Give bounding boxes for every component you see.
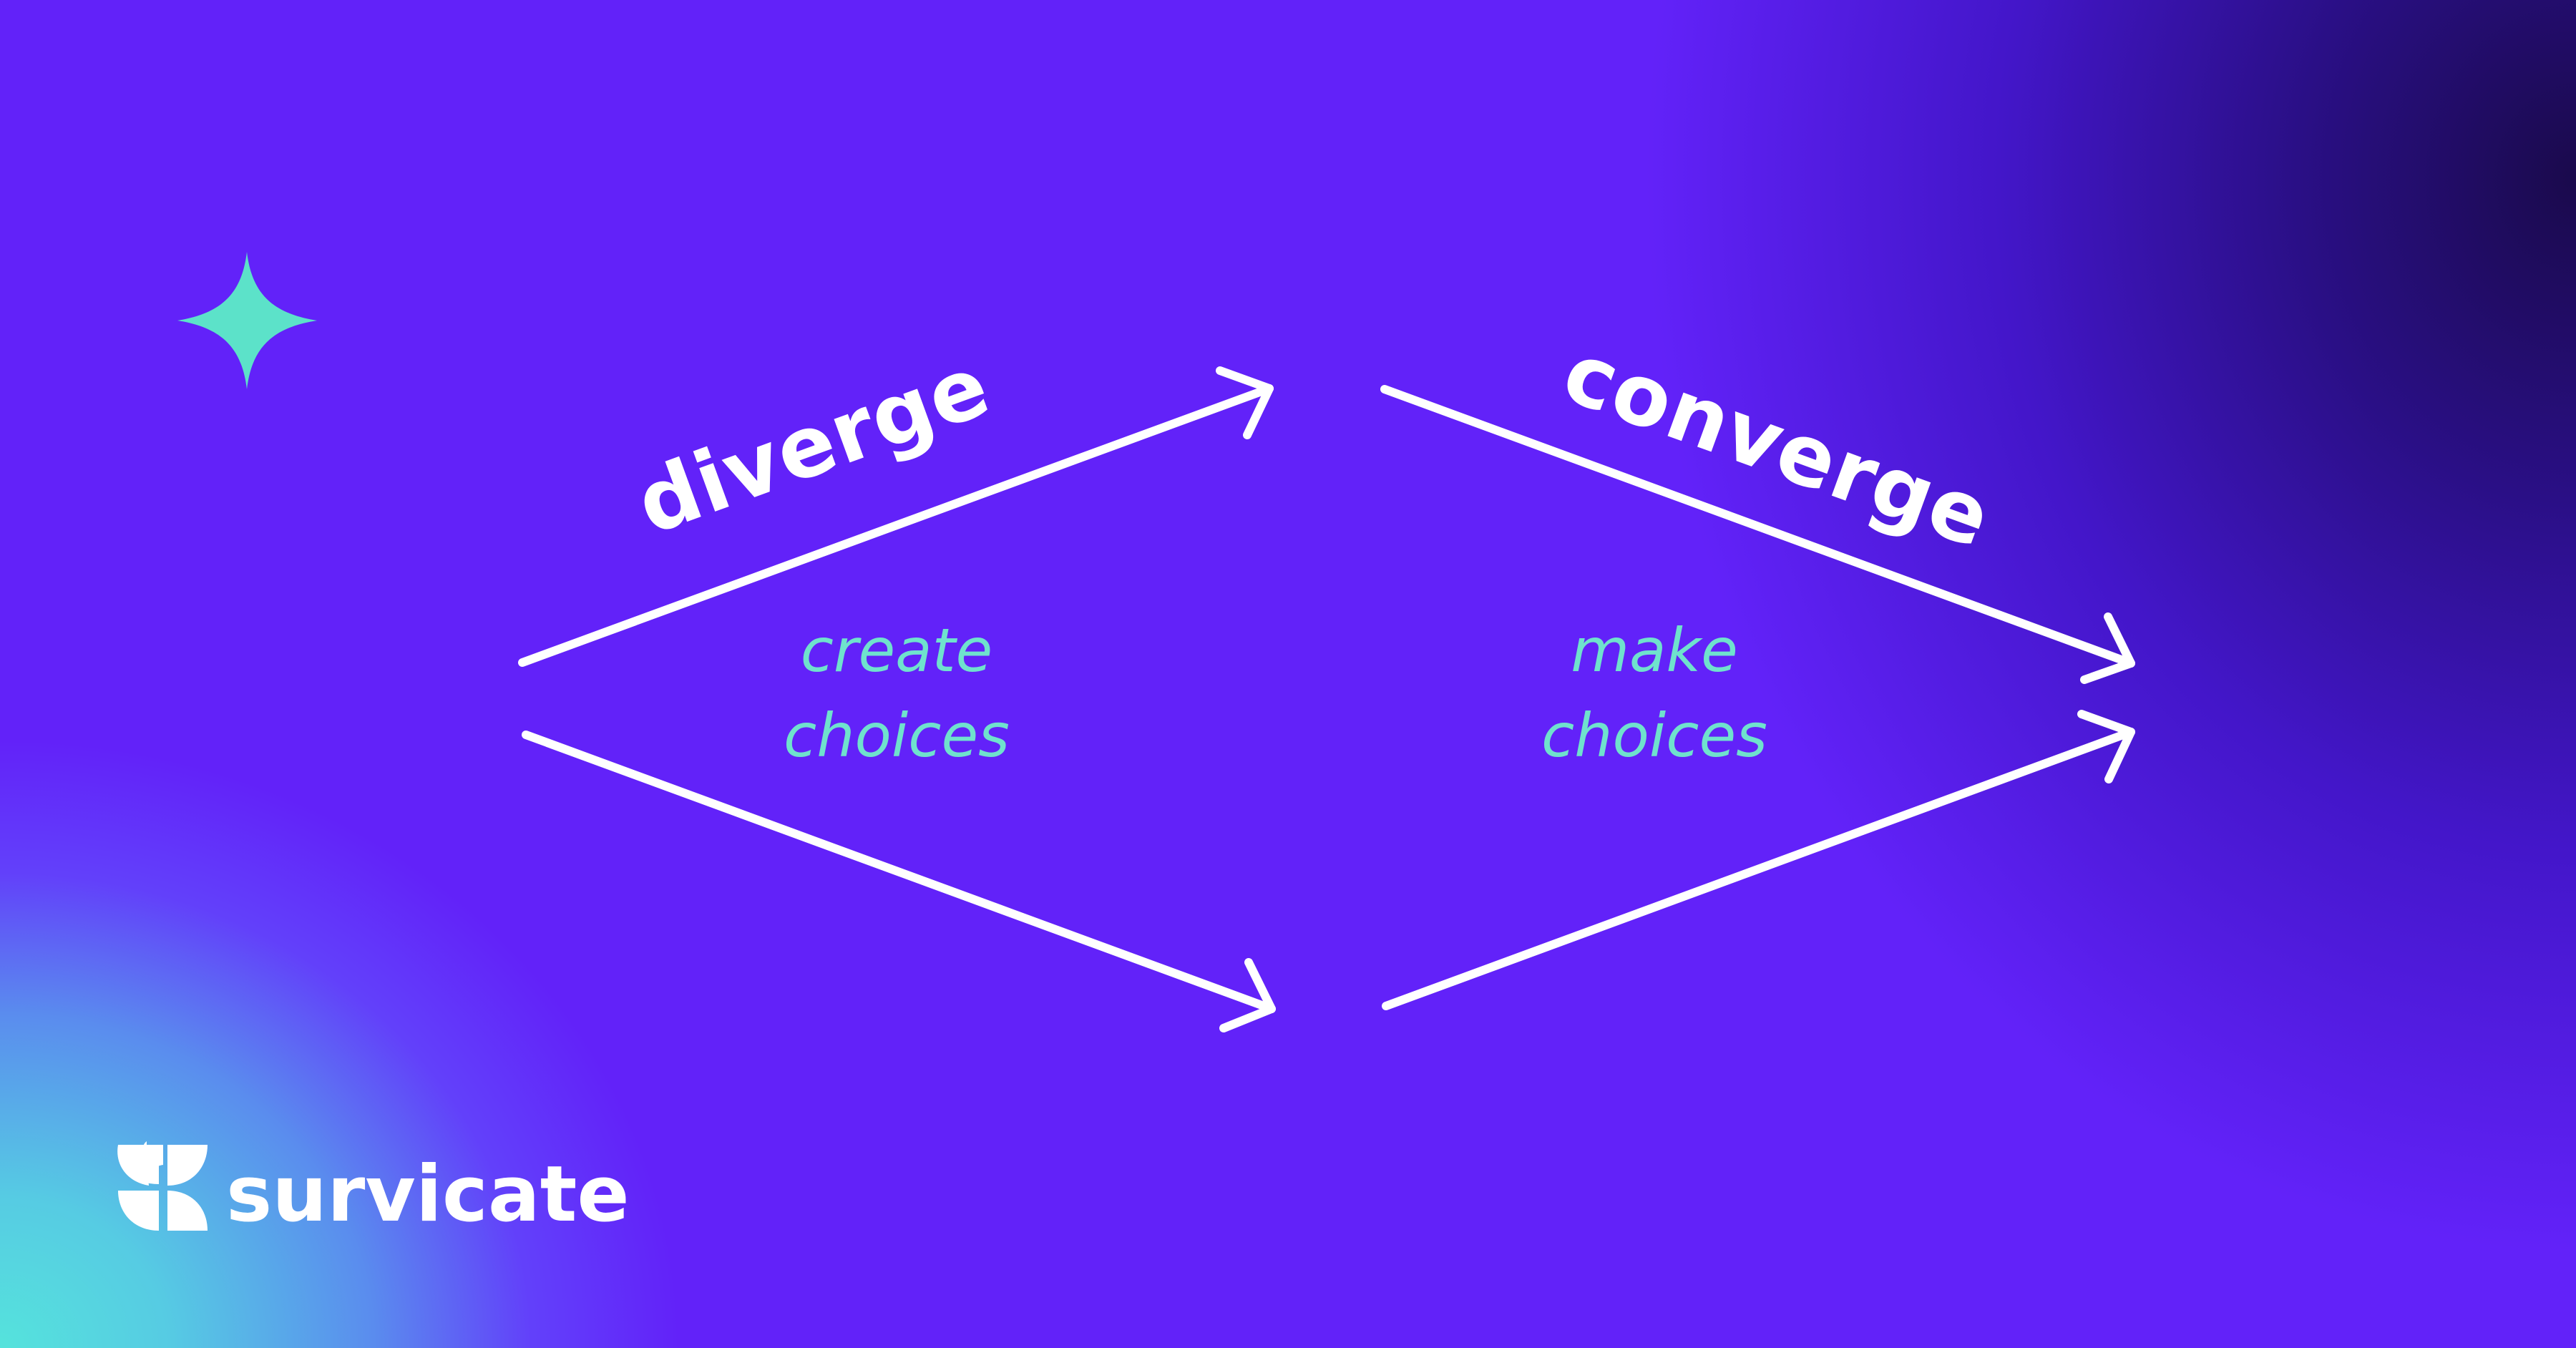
- diverge-description-line1: create: [801, 615, 993, 685]
- diverge-lower-arrowhead: [1219, 958, 1276, 1032]
- converge-lower-arrowhead: [2077, 710, 2135, 783]
- converge-upper-arrow: [1380, 385, 2135, 668]
- diverge-upper-arrow: [518, 384, 1274, 667]
- converge-lower-arrow: [1382, 728, 2135, 1010]
- survicate-logo-icon: [117, 1141, 208, 1231]
- diverge-label: diverge: [624, 336, 1002, 554]
- converge-description-line2: choices: [1541, 700, 1767, 771]
- brand-name: survicate: [226, 1150, 630, 1239]
- brand-logo: survicate: [117, 1141, 630, 1239]
- converge-description-line1: make: [1571, 615, 1738, 685]
- arrows: [518, 366, 2135, 1032]
- sparkle-icon: [177, 252, 317, 389]
- diverge-upper-arrowhead: [1216, 366, 1274, 439]
- diverge-description-line2: choices: [784, 700, 1010, 771]
- converge-upper-arrowhead: [2080, 612, 2135, 684]
- diverge-lower-arrow: [522, 731, 1276, 1013]
